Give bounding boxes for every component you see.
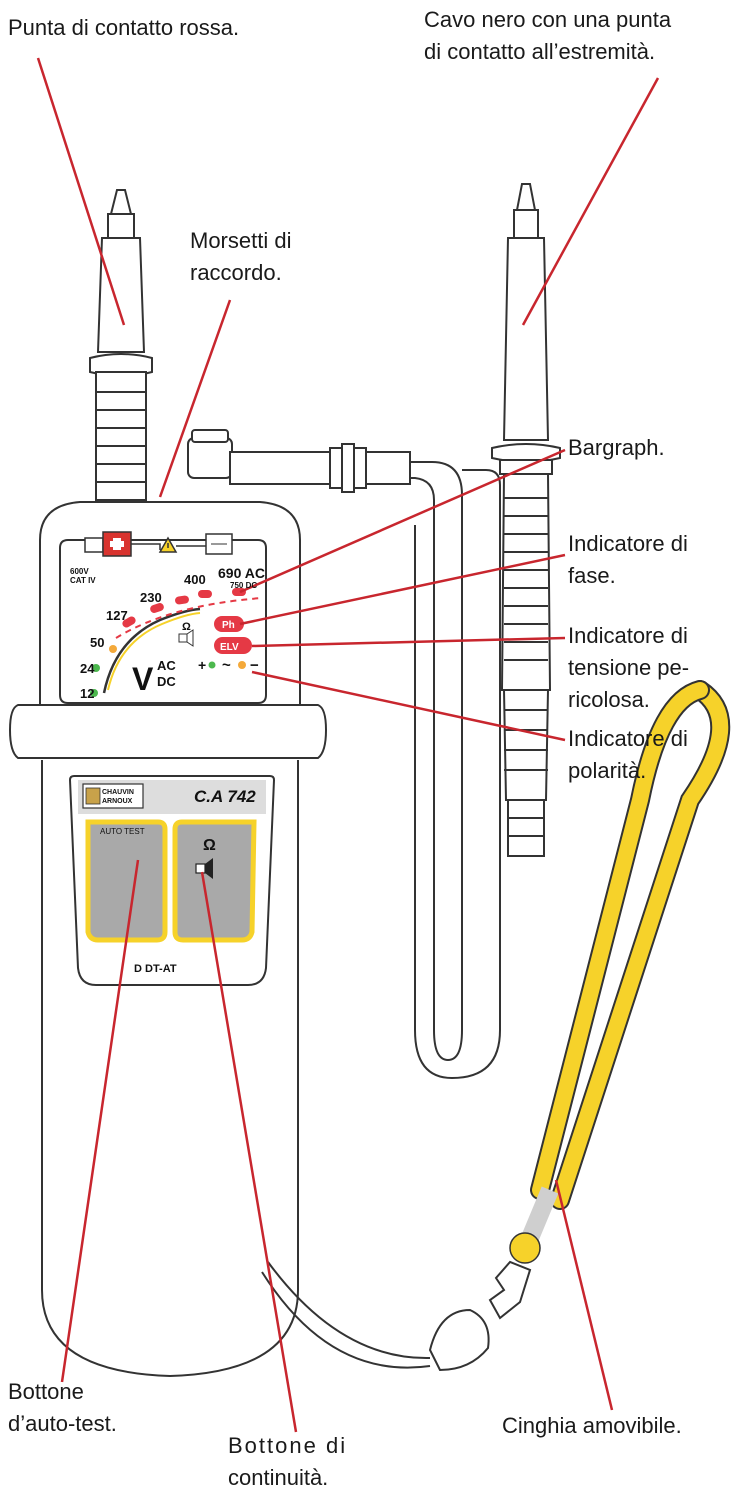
auto-test-button[interactable]	[85, 819, 168, 943]
continuity-button[interactable]	[172, 819, 257, 943]
black-probe-grip-lines	[504, 497, 548, 837]
callout-line-terminals	[158, 299, 232, 498]
callout-line-auto-test	[60, 859, 140, 1383]
caption-strap: Cinghia amovibile.	[502, 1413, 682, 1438]
volt-ac: AC	[157, 658, 176, 673]
caption-continuity: Bottone di continuità.	[228, 1433, 348, 1490]
scale-label-24: 24	[80, 661, 95, 676]
scale-label-12: 12	[80, 686, 94, 701]
scale-label-400: 400	[184, 572, 206, 587]
black-cable	[410, 461, 501, 1080]
callout-line-continuity	[200, 871, 298, 1433]
callout-line-dangerous-voltage	[251, 636, 566, 648]
bottom-label: D DT-AT	[134, 963, 177, 975]
red-probe-grip-lines	[96, 391, 146, 483]
scale-label-230: 230	[140, 590, 162, 605]
max-dc-label: 750 DC	[230, 581, 257, 590]
callout-line-bargraph	[239, 448, 566, 594]
callout-line-strap	[554, 1179, 614, 1411]
caption-red-tip: Punta di contatto rossa.	[8, 15, 240, 40]
auto-test-label: AUTO TEST	[100, 827, 145, 836]
cat-rating-line1: 600V	[70, 567, 89, 576]
caption-polarity: Indicatore di polarità.	[568, 726, 688, 783]
callout-line-phase	[239, 553, 566, 626]
brand-line1: CHAUVIN	[102, 789, 134, 796]
caption-terminals: Morsetti di raccordo.	[190, 228, 292, 285]
callout-line-polarity	[251, 670, 566, 742]
volt-symbol: V	[132, 661, 154, 697]
volt-dc: DC	[157, 674, 176, 689]
caption-phase: Indicatore di fase.	[568, 531, 688, 588]
display-panel	[59, 531, 267, 704]
polarity-plus: +	[198, 657, 206, 673]
strap	[261, 680, 731, 1372]
max-ac-label: 690 AC	[218, 565, 265, 581]
scale-label-50: 50	[90, 635, 104, 650]
caption-dangerous-voltage: Indicatore di tensione pe- ricolosa.	[568, 623, 690, 712]
caption-bargraph: Bargraph.	[568, 435, 665, 460]
model-label: C.A 742	[194, 787, 256, 806]
elv-label: ELV	[220, 642, 239, 653]
brand-line2: ARNOUX	[102, 798, 133, 805]
caption-black-cable: Cavo nero con una punta di contatto all’…	[424, 7, 672, 64]
scale-label-127: 127	[106, 608, 128, 623]
cable-plug	[187, 429, 411, 493]
device-text: 600V CAT IV 690 AC 750 DC 12 24 50 127 2…	[70, 565, 265, 975]
caption-auto-test: Bottone d’auto-test.	[8, 1379, 117, 1436]
cat-rating-line2: CAT IV	[70, 576, 96, 585]
red-probe	[89, 189, 153, 501]
callout-line-red-tip	[36, 57, 126, 326]
polarity-tilde: ~	[222, 657, 231, 674]
callout-line-black-cable	[521, 77, 660, 326]
ph-label: Ph	[222, 620, 235, 631]
callout-lines	[36, 57, 660, 1433]
black-probe	[491, 183, 561, 857]
ohm-symbol-display: Ω	[182, 621, 191, 633]
ohm-symbol-button: Ω	[203, 837, 216, 854]
polarity-minus: −	[250, 657, 259, 674]
